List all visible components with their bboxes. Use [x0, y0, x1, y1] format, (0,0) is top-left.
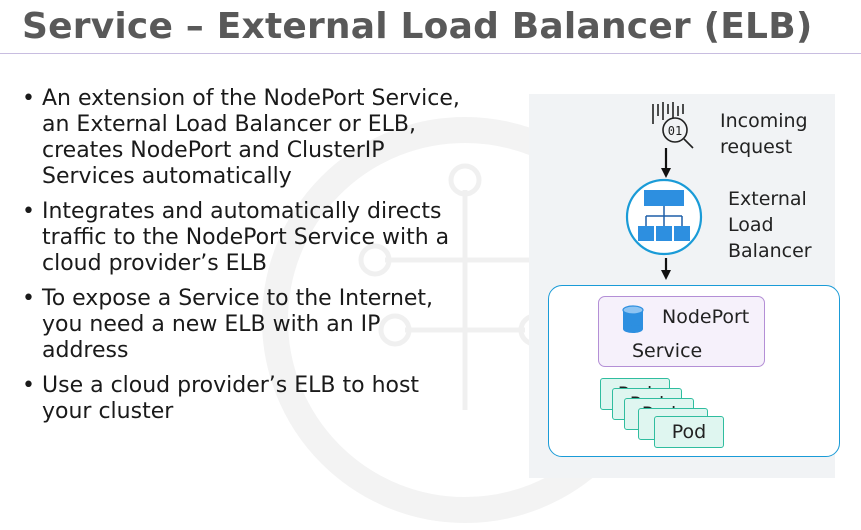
- bullet-line: address: [42, 338, 129, 363]
- nodeport-label-line2: Service: [632, 340, 703, 362]
- bullet-dot: •: [22, 373, 35, 398]
- bullet-line: An extension of the NodePort Service,: [42, 86, 460, 111]
- pod-stack: Pod Pod Pod Pod Pod: [598, 370, 748, 450]
- arrow-head: [661, 270, 671, 280]
- bullet-dot: •: [22, 86, 35, 111]
- binary-code-text: 01: [668, 124, 682, 138]
- bullet-item: • To expose a Service to the Internet, y…: [18, 286, 508, 364]
- slide-title: Service – External Load Balancer (ELB): [22, 6, 813, 47]
- bullet-line: creates NodePort and ClusterIP: [42, 138, 385, 163]
- bullet-list: • An extension of the NodePort Service, …: [18, 86, 508, 434]
- bullet-line: Services automatically: [42, 164, 292, 189]
- elb-label-line1: External: [728, 188, 807, 210]
- bullet-line: Integrates and automatically directs: [42, 199, 442, 224]
- diagram-graphics: 01: [622, 102, 703, 333]
- bullet-line: To expose a Service to the Internet,: [42, 286, 434, 311]
- load-balancer-hierarchy-icon: [638, 190, 690, 241]
- incoming-label-line2: request: [720, 136, 793, 158]
- database-icon: [622, 305, 644, 333]
- bullet-item: • Use a cloud provider’s ELB to host you…: [18, 373, 508, 425]
- bullet-line: your cluster: [42, 399, 174, 424]
- title-divider: [0, 53, 861, 54]
- nodeport-label-line1: NodePort: [662, 306, 750, 328]
- binary-data-icon: [652, 102, 694, 149]
- pod-card: Pod: [654, 416, 724, 448]
- bullet-line: Use a cloud provider’s ELB to host: [42, 373, 420, 398]
- elb-label-line2: Load: [728, 214, 774, 236]
- bullet-item: • An extension of the NodePort Service, …: [18, 86, 508, 190]
- elb-label-line3: Balancer: [728, 240, 812, 262]
- bullet-line: you need a new ELB with an IP: [42, 312, 381, 337]
- bullet-item: • Integrates and automatically directs t…: [18, 199, 508, 277]
- arrow-head: [661, 168, 671, 178]
- bullet-line: traffic to the NodePort Service with a: [42, 225, 450, 250]
- bullet-line: an External Load Balancer or ELB,: [42, 112, 416, 137]
- bullet-dot: •: [22, 199, 35, 224]
- bullet-line: cloud provider’s ELB: [42, 251, 267, 276]
- bullet-dot: •: [22, 286, 35, 311]
- incoming-label-line1: Incoming: [720, 110, 808, 132]
